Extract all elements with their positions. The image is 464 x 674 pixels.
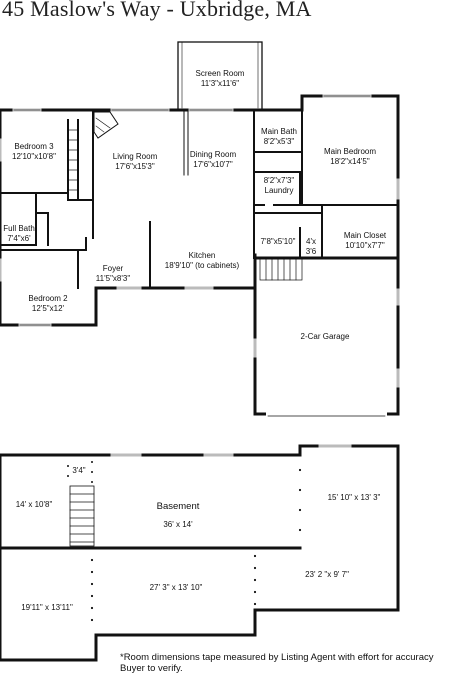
- window-edges: [13, 95, 371, 326]
- slider-door: [183, 111, 189, 176]
- bsmt-right-top-label: 15' 10" x 13' 3": [327, 493, 381, 502]
- support-posts: [67, 461, 302, 622]
- full-bath-label: Full Bath 7'4"x6': [3, 224, 35, 243]
- basement-windows: [110, 444, 352, 457]
- footnote-line1: *Room dimensions tape measured by Listin…: [120, 652, 434, 663]
- small-closet-label: 4'x 3'6: [305, 237, 317, 256]
- bedroom3-label: Bedroom 3 12'10"x10'8": [12, 142, 56, 161]
- basement-walls: [0, 444, 400, 662]
- basement-stairs: [69, 485, 95, 547]
- main-bath-label: Main Bath 8'2"x5'3": [260, 127, 298, 146]
- main-bedroom-label: Main Bedroom 18'2"x14'5": [323, 147, 377, 166]
- main-stairs: [67, 129, 79, 191]
- basement: [0, 444, 400, 662]
- bsmt-stair-label: 3'4": [72, 466, 86, 475]
- garage-label: 2-Car Garage: [300, 332, 350, 341]
- bsmt-mid-bottom-label: 27' 3" x 13' 10": [149, 583, 203, 592]
- footnote-line2: Buyer to verify.: [120, 663, 183, 674]
- foyer-label: Foyer 11'5"x8'3": [95, 264, 131, 283]
- kitchen-label: Kitchen 18'9'10" (to cabinets): [164, 251, 240, 270]
- interior-walls: [0, 109, 399, 289]
- bsmt-left-top-label: 14' x 10'8": [15, 500, 53, 509]
- basement-dims-label: 36' x 14': [163, 520, 193, 529]
- fireplace: [93, 111, 119, 139]
- bedroom2-label: Bedroom 2 12'5"x12': [28, 294, 68, 313]
- screen-room-label: Screen Room 11'3"x11'6": [195, 69, 245, 88]
- main-floor: [0, 41, 400, 417]
- main-closet-label: Main Closet 10'10"x7'7": [343, 231, 387, 250]
- hall-closet-label: 7'8"x5'10": [260, 237, 296, 246]
- footnote: *Room dimensions tape measured by Listin…: [120, 652, 434, 674]
- dining-room-label: Dining Room 17'6"x10'7": [189, 150, 237, 169]
- laundry-label: 8'2"x7'3" Laundry: [263, 176, 295, 195]
- page-title: 45 Maslow's Way - Uxbridge, MA: [2, 0, 312, 21]
- garage-stairs: [259, 257, 303, 281]
- basement-name-label: Basement: [156, 501, 200, 512]
- bsmt-left-bottom-label: 19'11" x 13'11": [21, 603, 73, 612]
- bsmt-right-bottom-label: 23' 2 "x 9' 7": [305, 570, 349, 579]
- living-room-label: Living Room 17'6"x15'3": [112, 152, 158, 171]
